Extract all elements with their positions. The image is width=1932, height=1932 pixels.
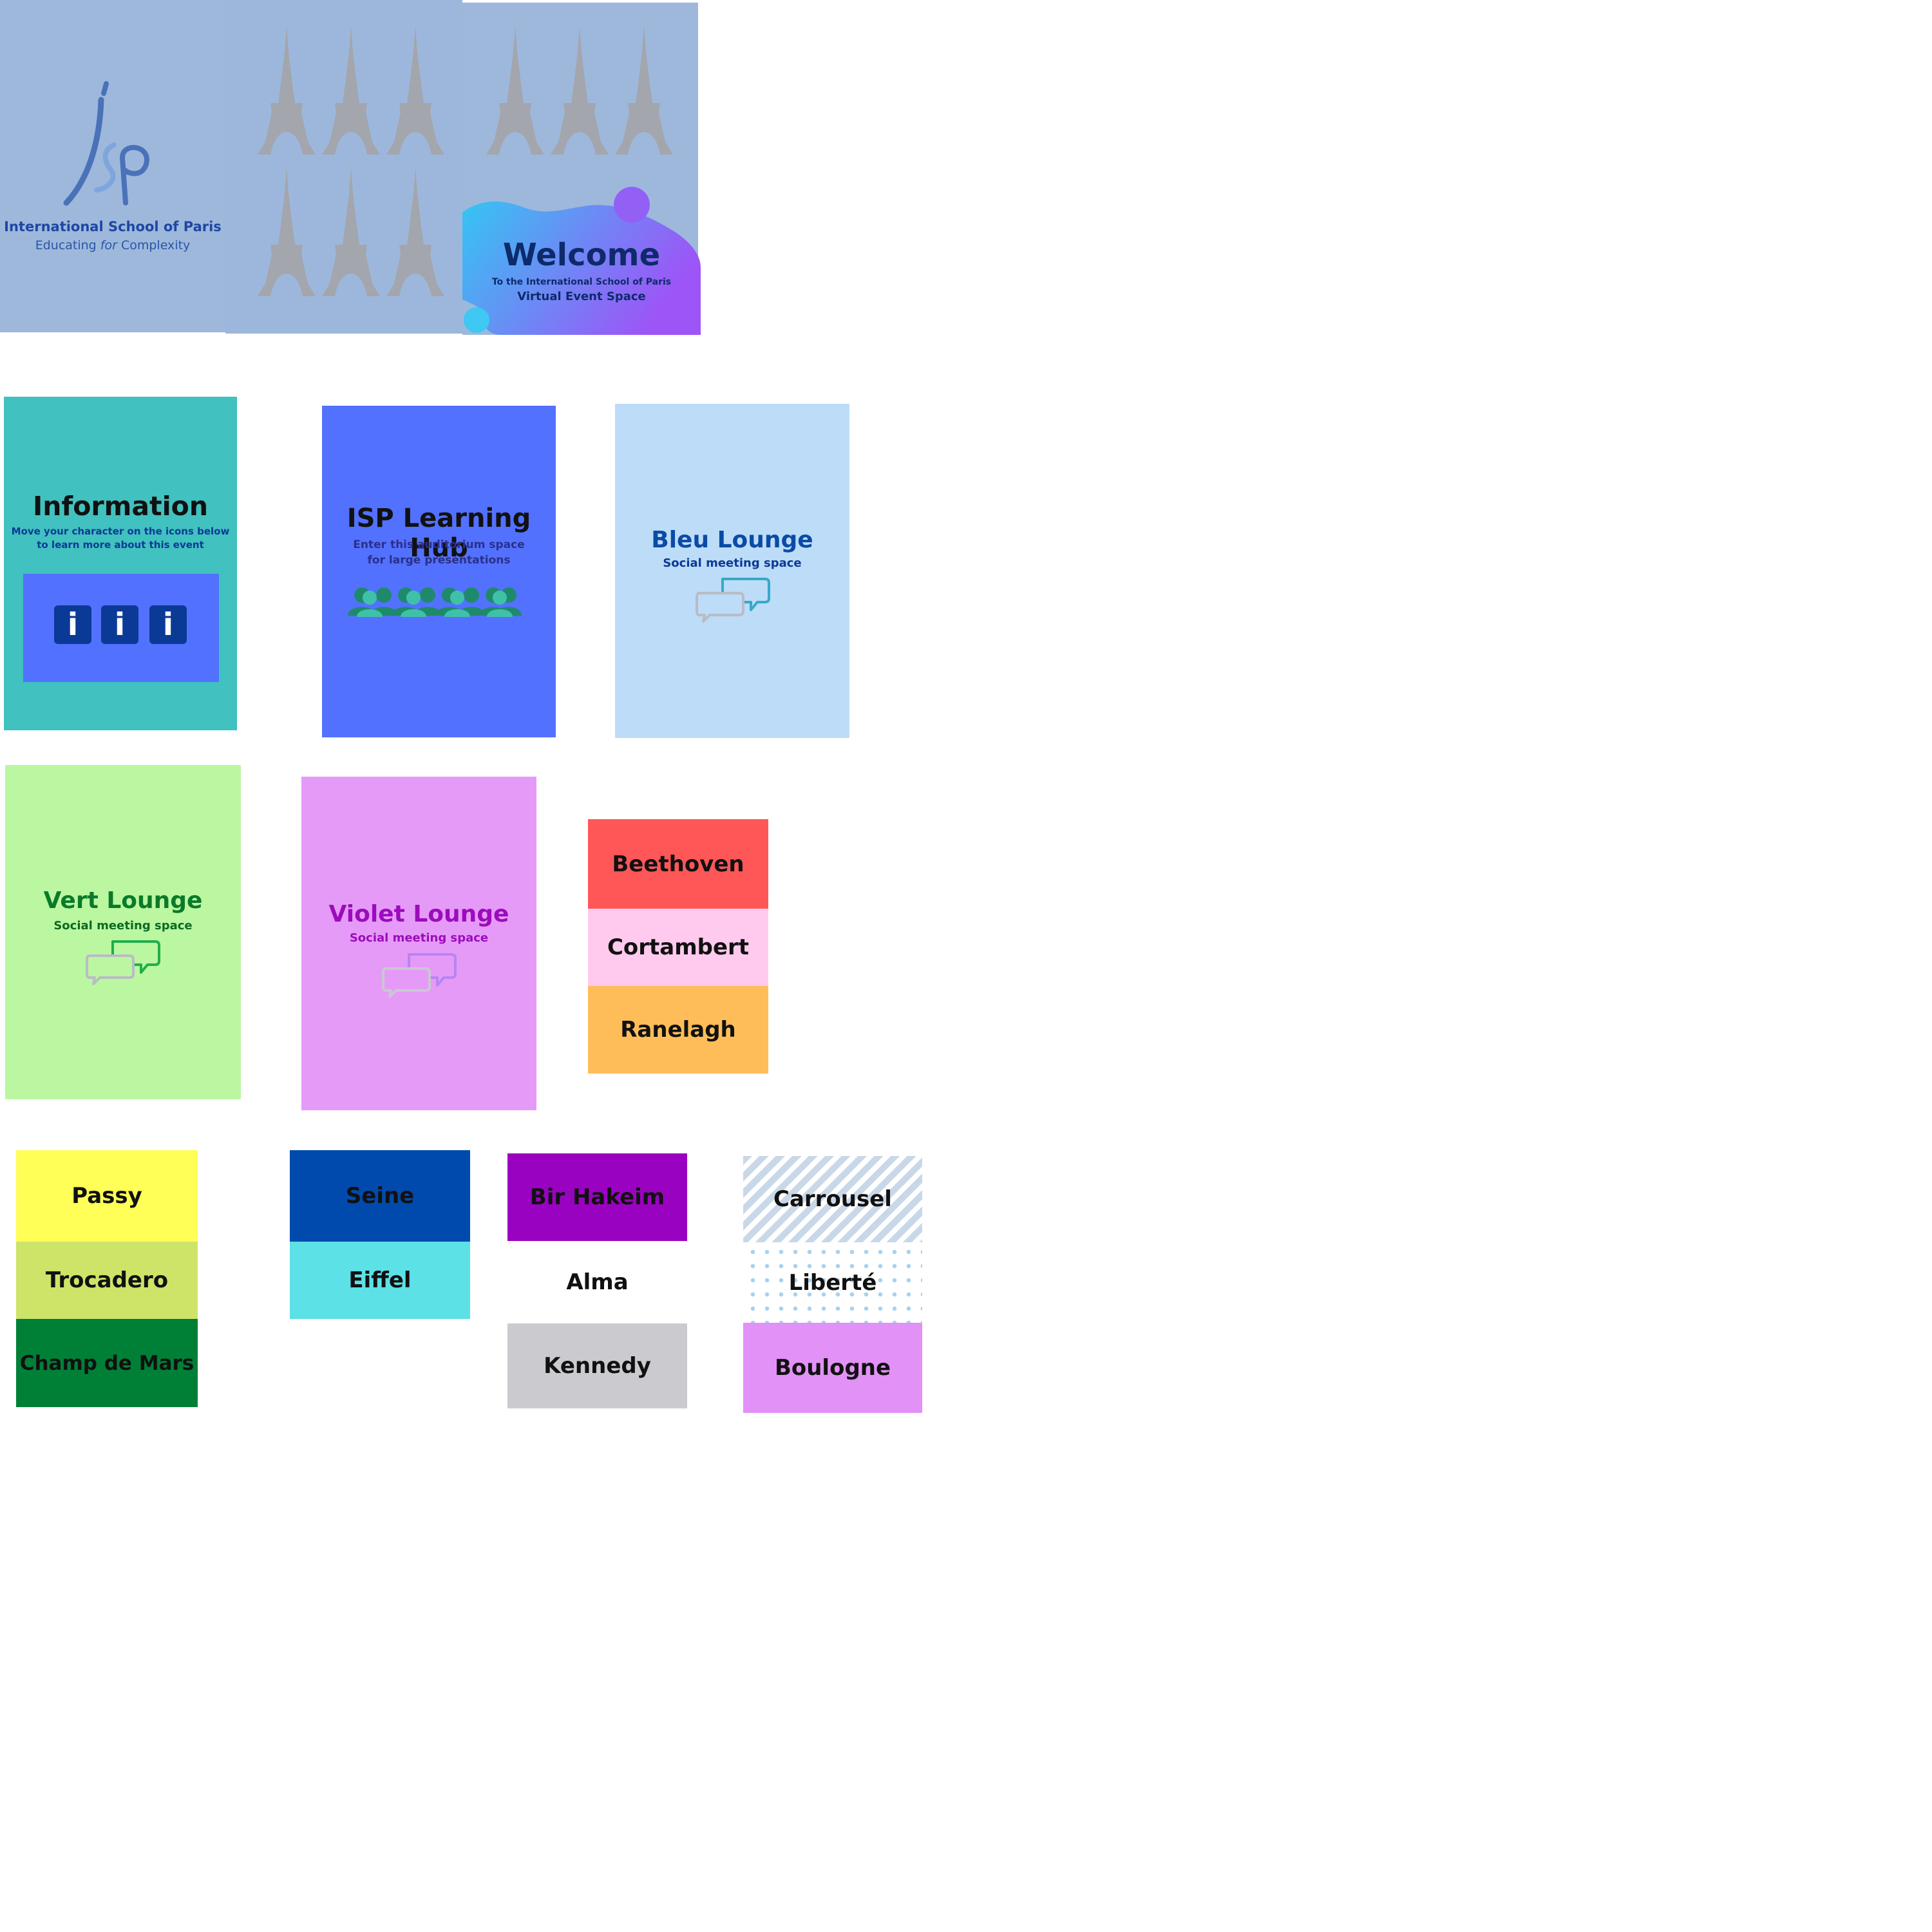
room-alma[interactable]: Alma <box>507 1241 687 1323</box>
eiffel-tower-icon <box>386 167 444 296</box>
violet-lounge-card[interactable] <box>301 777 536 1110</box>
vert-lounge-title: Vert Lounge <box>43 887 203 914</box>
learning-hub-subtitle: Enter this auditorium space for large pr… <box>353 538 525 567</box>
info-icon[interactable]: i <box>149 605 187 644</box>
learning-hub-title: ISP Learning Hub <box>346 504 531 563</box>
information-title: Information <box>32 491 209 522</box>
eiffel-tower-icon <box>322 167 380 296</box>
welcome-title: Welcome <box>502 237 661 273</box>
eiffel-tower-icon <box>551 26 609 155</box>
room-eiffel[interactable]: Eiffel <box>290 1242 470 1319</box>
chat-bubbles-icon <box>696 576 773 623</box>
welcome-blob <box>462 187 701 335</box>
eiffel-tower-icon <box>258 167 316 296</box>
bleu-lounge-title: Bleu Lounge <box>651 527 813 553</box>
room-seine[interactable]: Seine <box>290 1150 470 1242</box>
isp-logo-icon <box>61 80 158 206</box>
info-icon[interactable]: i <box>101 605 138 644</box>
school-motto: Educating for Complexity <box>35 238 191 252</box>
info-icon[interactable]: i <box>54 605 91 644</box>
room-beethoven[interactable]: Beethoven <box>588 819 768 909</box>
room-ranelagh[interactable]: Ranelagh <box>588 986 768 1074</box>
learning-hub-card[interactable] <box>322 406 556 737</box>
eiffel-tower-icon <box>615 26 673 155</box>
welcome-subtitle-event: Virtual Event Space <box>517 290 646 303</box>
violet-lounge-title: Violet Lounge <box>328 901 509 927</box>
information-subtitle: Move your character on the icons below t… <box>11 526 230 551</box>
welcome-subtitle: To the International School of Paris <box>491 277 672 287</box>
eiffel-tower-icon <box>386 26 444 155</box>
room-passy[interactable]: Passy <box>16 1150 198 1242</box>
room-boulogne[interactable]: Boulogne <box>743 1323 922 1413</box>
room-carrousel[interactable]: Carrousel <box>743 1156 922 1242</box>
room-trocadero[interactable]: Trocadero <box>16 1242 198 1319</box>
banner-middle-panel <box>225 0 462 334</box>
eiffel-tower-icon <box>258 26 316 155</box>
eiffel-tower-icon <box>486 26 544 155</box>
room-bir-hakeim[interactable]: Bir Hakeim <box>507 1153 687 1241</box>
chat-bubbles-icon <box>382 952 459 998</box>
vert-lounge-card[interactable] <box>5 765 241 1099</box>
room-kennedy[interactable]: Kennedy <box>507 1323 687 1408</box>
school-name: International School of Paris <box>4 219 222 234</box>
bleu-lounge-subtitle: Social meeting space <box>663 556 802 570</box>
vert-lounge-subtitle: Social meeting space <box>53 919 193 933</box>
chat-bubbles-icon <box>86 939 163 985</box>
room-cortambert[interactable]: Cortambert <box>588 909 768 986</box>
room-liberte[interactable]: Liberté <box>743 1242 922 1323</box>
people-icon <box>348 585 522 617</box>
bleu-lounge-card[interactable] <box>615 404 849 738</box>
eiffel-tower-icon <box>322 26 380 155</box>
room-champ-de-mars[interactable]: Champ de Mars <box>16 1319 198 1407</box>
violet-lounge-subtitle: Social meeting space <box>349 931 489 945</box>
